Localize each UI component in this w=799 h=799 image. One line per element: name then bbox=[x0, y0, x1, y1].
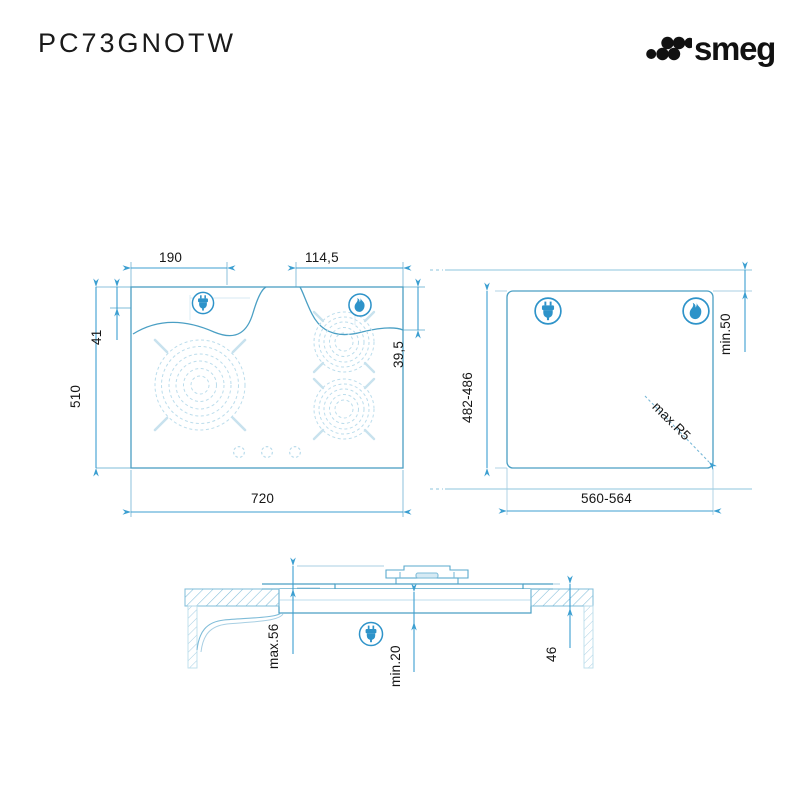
flame-icon bbox=[348, 293, 372, 317]
worktop-cutout-view bbox=[430, 261, 752, 515]
burner-assembly bbox=[385, 565, 469, 585]
knob-1 bbox=[233, 446, 246, 459]
power-cable bbox=[196, 612, 282, 651]
page-title: PC73GNOTW bbox=[38, 28, 237, 58]
brand-wordmark: smeg bbox=[693, 29, 776, 67]
hob-body bbox=[278, 589, 532, 614]
burner-medium-lower-right bbox=[312, 377, 376, 441]
dimension-label-190: 190 bbox=[159, 250, 183, 265]
brand-logo: smeg bbox=[646, 28, 776, 68]
dimension-label-114-5: 114,5 bbox=[305, 250, 339, 265]
power-cable-inner bbox=[200, 613, 284, 653]
dimension-label-max-56: max.56 bbox=[266, 623, 281, 669]
plug-icon bbox=[191, 291, 215, 315]
worktop-right bbox=[530, 588, 594, 669]
control-knobs bbox=[233, 446, 302, 459]
dimension-label-39-5: 39,5 bbox=[391, 340, 406, 368]
knob-3 bbox=[289, 446, 302, 459]
dimension-label-46: 46 bbox=[544, 646, 559, 662]
smeg-dots-icon bbox=[646, 36, 692, 61]
worktop-left bbox=[184, 588, 280, 669]
dimension-label-482-486: 482-486 bbox=[460, 372, 475, 423]
flame-icon bbox=[682, 297, 710, 325]
hob-top-view bbox=[93, 262, 425, 517]
burner-large-left bbox=[153, 338, 247, 432]
dimension-label-41: 41 bbox=[89, 329, 104, 345]
plug-icon bbox=[534, 297, 562, 325]
dimension-label-560-564: 560-564 bbox=[581, 491, 632, 506]
dimension-max-r5 bbox=[644, 395, 717, 471]
dimension-label-min-50: min.50 bbox=[718, 313, 733, 355]
hob-top-plate bbox=[334, 583, 524, 590]
hob-section-view bbox=[184, 557, 594, 672]
burner-medium-upper-right bbox=[312, 310, 376, 374]
cutout-rectangle bbox=[506, 290, 714, 469]
design-swoosh-right bbox=[299, 286, 404, 336]
knob-2 bbox=[261, 446, 274, 459]
dimension-label-720: 720 bbox=[251, 491, 275, 506]
design-swoosh-left bbox=[132, 286, 267, 337]
dimension-label-min-20: min.20 bbox=[388, 645, 403, 687]
plug-icon bbox=[358, 621, 384, 647]
dimension-label-510: 510 bbox=[68, 384, 83, 408]
